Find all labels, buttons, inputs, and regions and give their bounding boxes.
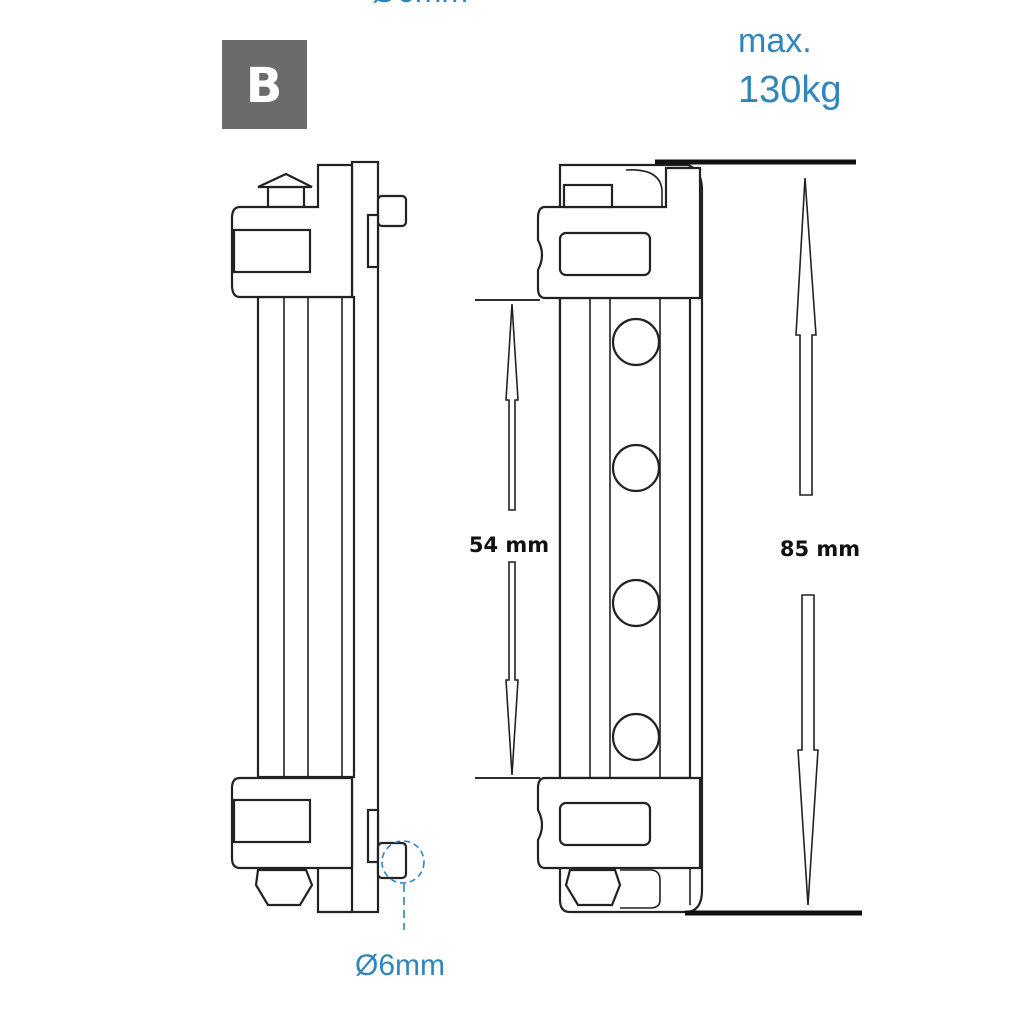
load-label-line1: max. (738, 22, 812, 60)
load-label-line2: 130kg (738, 69, 842, 111)
dimension-85mm (655, 159, 862, 916)
variant-badge (222, 40, 307, 129)
bracket-front-view (536, 163, 704, 914)
variant-badge-label: B (246, 58, 283, 114)
clipped-top-label: Ø6mm (372, 0, 468, 9)
dimension-85mm-label: 85 mm (780, 537, 860, 561)
dimension-54mm-label: 54 mm (469, 533, 549, 557)
dimension-54mm (475, 299, 540, 779)
pin-diameter-label: Ø6mm (355, 949, 445, 982)
bracket-side-view (230, 160, 425, 930)
